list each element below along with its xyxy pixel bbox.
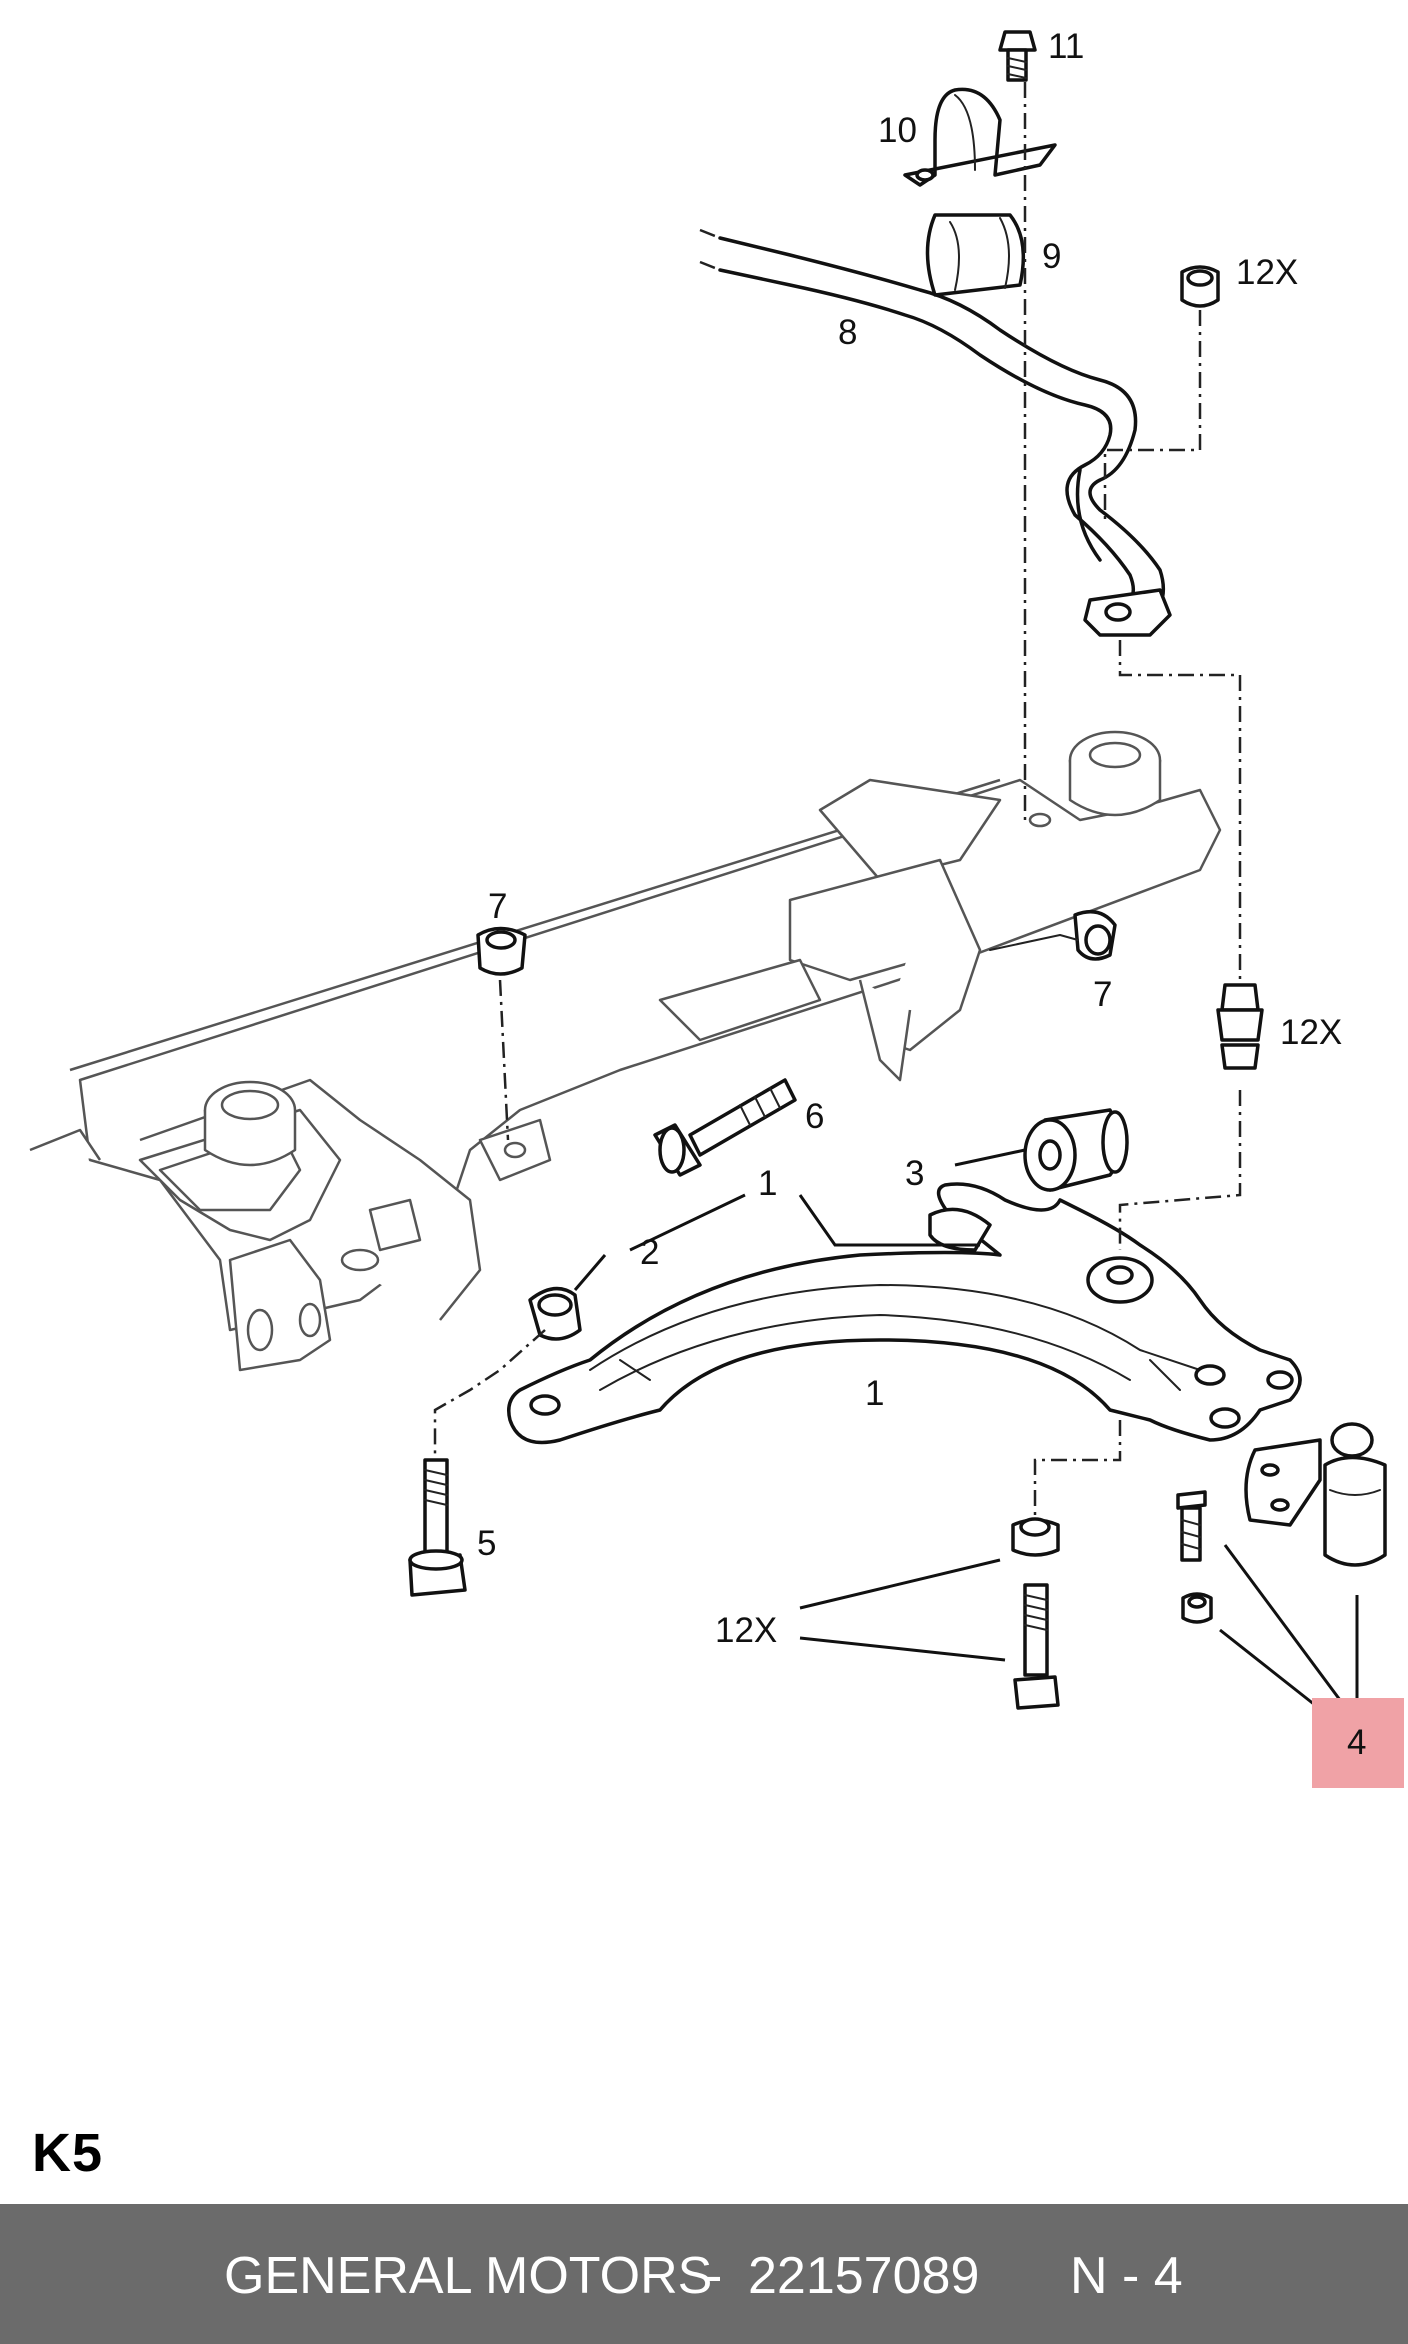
callout-12x-top: 12X <box>1236 253 1298 292</box>
callout-7-left: 7 <box>488 887 507 926</box>
callout-12x-mid: 12X <box>1280 1013 1342 1052</box>
callout-2: 2 <box>640 1233 659 1272</box>
callout-11: 11 <box>1048 27 1084 66</box>
control-arm-bolt <box>653 1078 797 1177</box>
clamp-bolt <box>998 30 1037 82</box>
assembly-guide-lines <box>433 82 1242 1515</box>
footer-reference: N - 4 <box>1070 2247 1183 2305</box>
stabilizer-bar <box>718 236 1172 637</box>
link-nut-top <box>1180 265 1220 308</box>
callout-5: 5 <box>477 1524 496 1563</box>
callout-9: 9 <box>1042 237 1061 276</box>
footer-separator: - <box>705 2247 723 2305</box>
parts-diagram: 11 10 9 12X 8 7 7 12X 6 3 1 2 1 5 12X 4 <box>29 27 1404 1788</box>
callout-4: 4 <box>1347 1723 1366 1762</box>
callout-7-right: 7 <box>1093 975 1112 1014</box>
frame-nut-left <box>476 926 527 976</box>
diagram-code: K5 <box>32 2123 104 2183</box>
ball-joint <box>1244 1422 1387 1567</box>
lower-control-arm <box>507 1182 1302 1445</box>
footer-brand: GENERAL MOTORS <box>224 2247 713 2305</box>
callout-6: 6 <box>805 1097 824 1136</box>
footer-part-number: 22157089 <box>748 2247 980 2305</box>
stabilizer-clamp <box>903 87 1057 187</box>
highlight-box-4 <box>1312 1698 1404 1788</box>
arm-fastener-set <box>1011 1490 1213 1710</box>
callout-1-upper: 1 <box>758 1164 777 1203</box>
callout-8: 8 <box>838 313 857 352</box>
footer-bar: GENERAL MOTORS - 22157089 N - 4 <box>0 2204 1408 2344</box>
callout-12x-bottom: 12X <box>715 1611 777 1650</box>
link-bushing-stack <box>1216 983 1264 1070</box>
callout-numbers: 11 10 9 12X 8 7 7 12X 6 3 1 2 1 5 12X 4 <box>477 27 1366 1762</box>
frame-nut-right <box>989 909 1117 961</box>
front-bolt <box>408 1458 467 1597</box>
stabilizer-bushing <box>925 213 1026 297</box>
callout-3: 3 <box>905 1154 924 1193</box>
rear-bushing <box>1023 1108 1129 1192</box>
front-bushing <box>528 1286 582 1341</box>
callout-10: 10 <box>878 111 917 150</box>
leader-lines <box>573 1148 1359 1707</box>
subframe <box>29 730 1222 1372</box>
callout-1-lower: 1 <box>865 1374 884 1413</box>
